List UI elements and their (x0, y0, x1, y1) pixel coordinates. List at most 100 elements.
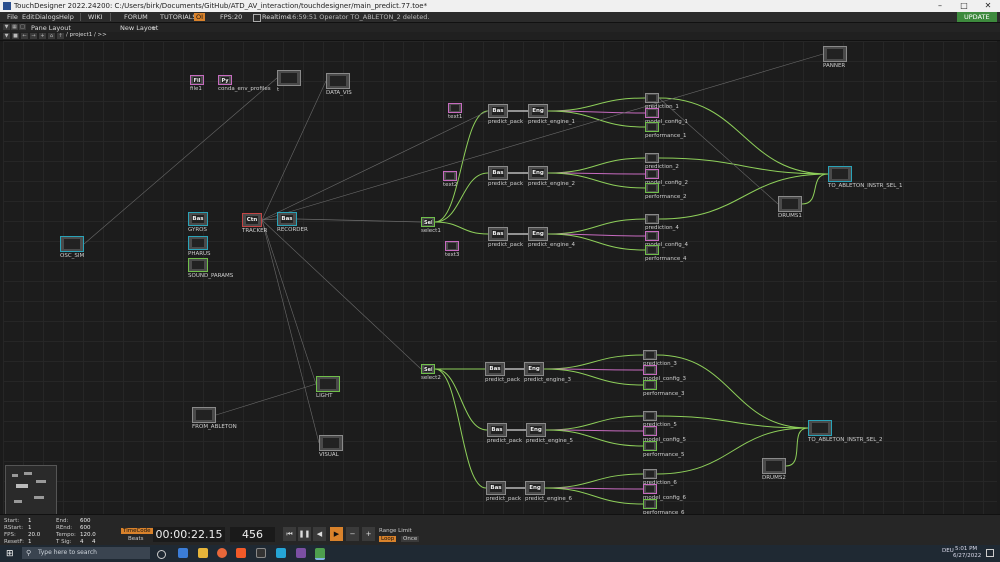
node-select1[interactable]: Sel (421, 217, 435, 227)
node-panner[interactable] (823, 46, 847, 62)
node-mc5[interactable] (643, 426, 657, 436)
pane-menu-icon[interactable]: ▼ (3, 33, 10, 39)
node-pr2[interactable] (645, 153, 659, 163)
task-view-icon[interactable] (157, 550, 166, 559)
menu-dialogs[interactable]: Dialogs (35, 13, 60, 21)
node-visual[interactable] (319, 435, 343, 451)
node-pp5[interactable]: Bas (487, 423, 507, 437)
clock-time[interactable]: 5:01 PM (955, 546, 978, 552)
node-pr1[interactable] (645, 93, 659, 103)
play-reverse-icon[interactable]: ◀ (313, 527, 326, 541)
node-pr5[interactable] (643, 411, 657, 421)
back-icon[interactable]: ← (21, 33, 28, 39)
node-drums1[interactable] (778, 196, 802, 212)
node-text2[interactable] (443, 171, 457, 181)
add-layout-button[interactable]: + (151, 24, 157, 32)
node-mc2[interactable] (645, 169, 659, 179)
node-mc1[interactable] (645, 108, 659, 118)
pane-layout-button[interactable]: Pane Layout (31, 24, 71, 32)
node-pf5[interactable] (643, 441, 657, 451)
node-tracker[interactable]: Ctn (242, 213, 262, 227)
node-pr4[interactable] (645, 214, 659, 224)
resetf-field[interactable]: 1 (28, 539, 32, 545)
forward-icon[interactable]: → (30, 33, 37, 39)
maximize-icon[interactable]: □ (960, 1, 968, 10)
taskbar-app-icon-2[interactable] (296, 548, 306, 558)
node-pe4[interactable]: Eng (524, 362, 544, 376)
update-button[interactable]: UPDATE (957, 12, 997, 22)
node-conda[interactable]: Py (218, 75, 232, 85)
node-mc6[interactable] (643, 484, 657, 494)
notification-icon[interactable] (986, 549, 994, 557)
taskbar-app-icon[interactable] (178, 548, 188, 558)
taskbar-search-input[interactable]: Type here to search (22, 547, 150, 559)
tsig-numerator[interactable]: 4 (80, 539, 84, 545)
node-pp3[interactable]: Bas (488, 227, 508, 241)
node-pf2[interactable] (645, 183, 659, 193)
node-text1[interactable] (448, 103, 462, 113)
network-minimap[interactable] (5, 465, 57, 514)
tutorials-link[interactable]: TUTORIALS (160, 13, 197, 21)
beats-toggle[interactable]: Beats (128, 536, 144, 542)
step-forward-icon[interactable]: + (362, 527, 375, 541)
start-field[interactable]: 1 (28, 518, 32, 524)
node-drums2[interactable] (762, 458, 786, 474)
node-pe3[interactable]: Eng (528, 227, 548, 241)
node-pf1[interactable] (645, 122, 659, 132)
node-pr6[interactable] (643, 469, 657, 479)
terminal-icon[interactable] (256, 548, 266, 558)
layout-grid-icon[interactable]: □ (19, 24, 26, 30)
node-recorder[interactable]: Bas (277, 212, 297, 226)
loop-toggle[interactable]: Loop (379, 536, 397, 542)
node-pp1[interactable]: Bas (488, 104, 508, 118)
fps-field[interactable]: 20.0 (28, 532, 41, 538)
tempo-field[interactable]: 120.0 (80, 532, 96, 538)
node-pf3[interactable] (643, 380, 657, 390)
step-back-icon[interactable]: − (346, 527, 359, 541)
rewind-icon[interactable]: ⏮ (283, 527, 296, 541)
menu-file[interactable]: File (7, 13, 18, 21)
file-explorer-icon[interactable] (198, 548, 208, 558)
play-icon[interactable]: ▶ (330, 527, 343, 541)
node-select2[interactable]: Sel (421, 364, 435, 374)
close-icon[interactable]: ✕ (984, 1, 992, 10)
tsig-denominator[interactable]: 4 (92, 539, 96, 545)
node-pf4[interactable] (645, 245, 659, 255)
node-tabl1[interactable] (828, 166, 852, 182)
wiki-link[interactable]: WIKI (88, 13, 103, 21)
node-mc4[interactable] (645, 231, 659, 241)
layout-menu-icon[interactable]: ▼ (3, 24, 10, 30)
end-field[interactable]: 600 (80, 518, 91, 524)
node-text3[interactable] (445, 241, 459, 251)
node-pf6[interactable] (643, 499, 657, 509)
node-dataviz[interactable] (326, 73, 350, 89)
node-file1[interactable]: Fil (190, 75, 204, 85)
node-mc3[interactable] (643, 365, 657, 375)
vscode-icon[interactable] (276, 548, 286, 558)
minimize-icon[interactable]: – (938, 1, 942, 10)
pause-icon[interactable]: ❚❚ (298, 527, 311, 541)
node-gyros[interactable]: Bas (188, 212, 208, 226)
new-layout-button[interactable]: New Layout (120, 24, 159, 32)
node-pe5[interactable]: Eng (526, 423, 546, 437)
rstart-field[interactable]: 1 (28, 525, 32, 531)
node-oscsim[interactable] (60, 236, 84, 252)
node-soundp[interactable] (188, 258, 208, 272)
node-pr3[interactable] (643, 350, 657, 360)
node-pp6[interactable]: Bas (486, 481, 506, 495)
frame-display[interactable]: 456 (230, 527, 275, 542)
layout-split-icon[interactable]: ▦ (11, 24, 18, 30)
up-icon[interactable]: ↑ (57, 33, 64, 39)
timecode-toggle[interactable]: TimeCode (121, 528, 153, 534)
firefox-icon[interactable] (217, 548, 227, 558)
menu-edit[interactable]: Edit (22, 13, 35, 21)
node-pe1[interactable]: Eng (528, 104, 548, 118)
node-light[interactable] (316, 376, 340, 392)
windows-start-icon[interactable]: ⊞ (6, 549, 14, 559)
node-fromabl[interactable] (192, 407, 216, 423)
rend-field[interactable]: 600 (80, 525, 91, 531)
node-pe6[interactable]: Eng (525, 481, 545, 495)
input-language[interactable]: DEU (942, 548, 954, 554)
home-icon[interactable]: ⌂ (48, 33, 55, 39)
